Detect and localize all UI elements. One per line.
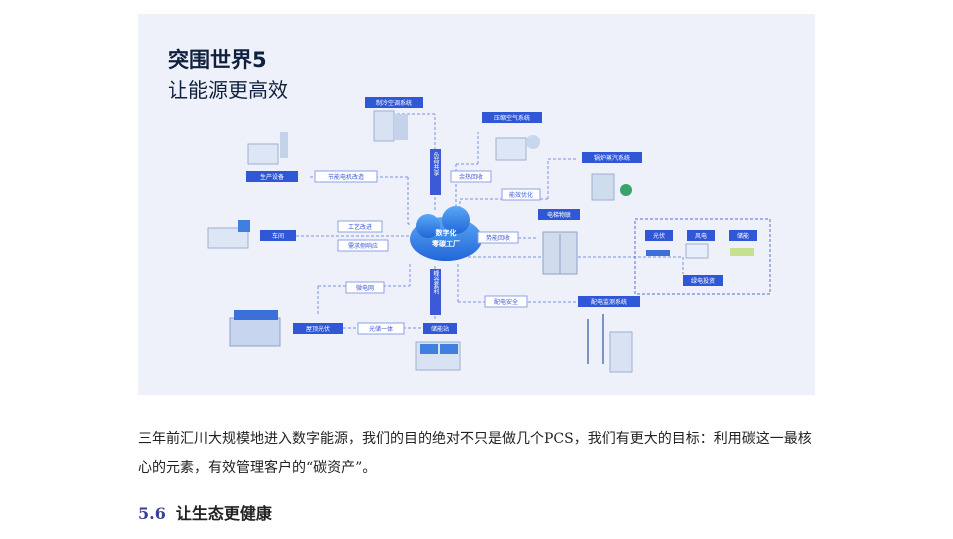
figure-title: 突围世界5 (168, 48, 267, 72)
elevator-illustration (542, 231, 578, 275)
cloud-label-1: 数字化 (436, 228, 457, 237)
svg-text:节能电机改造: 节能电机改造 (328, 173, 364, 181)
production-illustration (247, 132, 288, 165)
section-heading: 5.6 让生态更健康 (138, 500, 272, 524)
node-green-power (683, 275, 723, 286)
boiler-illustration (591, 173, 632, 201)
energy-diagram: 数字化 零碳工厂 负荷共享 峰谷套利 制冷空调系统 压缩空气系统 锅炉蒸汽系统 … (207, 97, 771, 373)
svg-text:能效优化: 能效优化 (509, 191, 533, 199)
storage-illustration (415, 341, 461, 371)
svg-text:储能: 储能 (737, 232, 749, 240)
svg-text:风电: 风电 (695, 232, 707, 240)
node-elevator (538, 209, 580, 220)
svg-text:生产设备: 生产设备 (260, 173, 284, 181)
svg-text:绿电投资: 绿电投资 (691, 277, 715, 285)
svg-text:负荷共享: 负荷共享 (432, 151, 439, 176)
svg-text:配电监测系统: 配电监测系统 (591, 298, 627, 306)
figure-subtitle: 让能源更高效 (168, 78, 288, 102)
vertical-label-top: 负荷共享 (430, 149, 441, 195)
hvac-illustration (373, 110, 408, 142)
diagram-figure: 突围世界5 让能源更高效 (138, 14, 815, 395)
node-storage (423, 323, 457, 334)
node-workshop (260, 230, 296, 241)
svg-text:车间: 车间 (272, 232, 284, 240)
edge-label-safety (484, 295, 528, 308)
body-paragraph: 三年前汇川大规模地进入数字能源，我们的目的绝对不只是做几个PCS，我们有更大的目… (138, 431, 812, 476)
edge-label-regen (477, 231, 519, 244)
svg-text:压缩空气系统: 压缩空气系统 (494, 114, 530, 122)
edge-label-micro (345, 281, 385, 294)
edge-label-process (337, 220, 383, 233)
svg-text:余热回收: 余热回收 (459, 173, 483, 181)
svg-text:光储一体: 光储一体 (369, 325, 393, 333)
edge-label-heat (450, 170, 492, 183)
svg-text:工艺改进: 工艺改进 (348, 223, 372, 231)
distribution-illustration (587, 314, 633, 373)
svg-text:电梯物联: 电梯物联 (547, 211, 571, 219)
node-production (246, 171, 298, 182)
vertical-label-bottom: 峰谷套利 (430, 269, 441, 315)
workshop-illustration (207, 220, 250, 249)
svg-text:峰谷套利: 峰谷套利 (432, 269, 439, 294)
edge-label-efficiency (501, 188, 541, 201)
svg-text:势能回收: 势能回收 (486, 234, 510, 242)
svg-text:锅炉蒸汽系统: 锅炉蒸汽系统 (594, 154, 630, 162)
svg-text:制冷空调系统: 制冷空调系统 (376, 99, 412, 107)
renewables-box (634, 218, 771, 295)
node-boiler (582, 152, 642, 163)
node-pv-rooftop (293, 323, 343, 334)
section-title: 让生态更健康 (175, 504, 272, 523)
node-wind (687, 230, 715, 241)
renewables-icons (646, 243, 754, 259)
digital-factory-cloud: 数字化 零碳工厂 (410, 206, 482, 261)
section-number: 5.6 (138, 504, 166, 523)
node-air (482, 112, 542, 123)
svg-text:配电安全: 配电安全 (494, 298, 518, 306)
svg-text:微电网: 微电网 (356, 284, 374, 292)
svg-text:屋顶光伏: 屋顶光伏 (306, 325, 330, 333)
cloud-label-2: 零碳工厂 (431, 239, 460, 248)
svg-text:储能站: 储能站 (431, 325, 449, 333)
node-battery (729, 230, 757, 241)
svg-text:光伏: 光伏 (653, 232, 665, 240)
edge-label-pvstorage (357, 322, 405, 335)
node-solar (645, 230, 673, 241)
air-illustration (495, 135, 540, 161)
edge-label-motor (314, 170, 378, 183)
svg-text:需求侧响应: 需求侧响应 (348, 242, 378, 250)
edge-label-demand (337, 239, 389, 252)
node-hvac (365, 97, 423, 108)
rooftop-building-illustration (229, 310, 281, 347)
node-distribution (578, 296, 640, 307)
